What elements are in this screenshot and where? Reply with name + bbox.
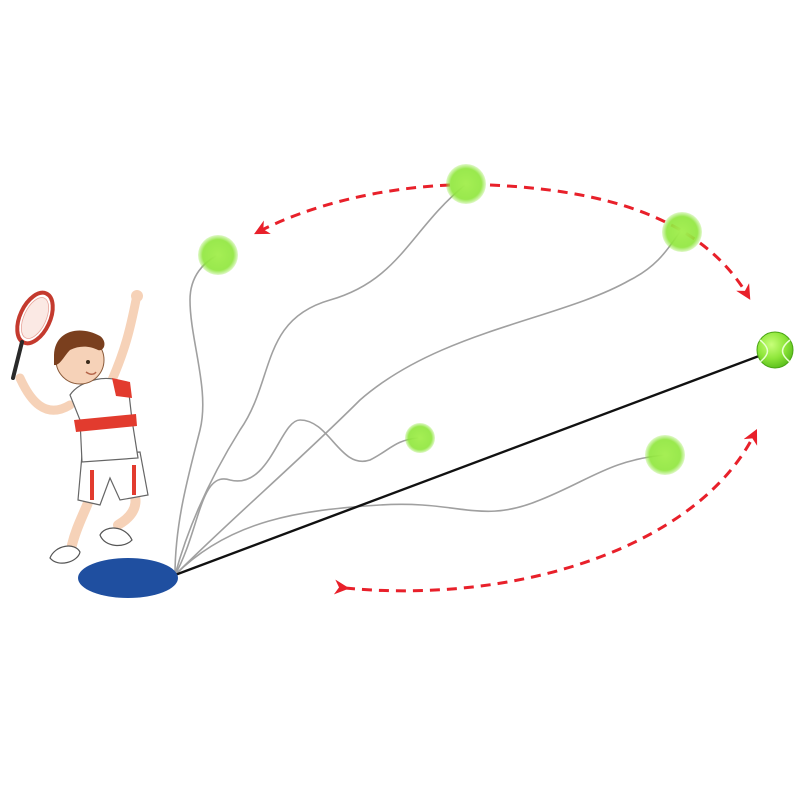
player-hair <box>54 330 105 366</box>
tennis-ball-icon <box>662 212 702 252</box>
arrow-to-right-ball <box>489 183 751 300</box>
player-shoe <box>99 527 133 546</box>
curved-arrow-icon <box>333 428 758 595</box>
taut-string <box>174 348 776 577</box>
tennis-player <box>11 290 149 564</box>
tennis-balls <box>198 164 794 475</box>
rebound-strings <box>174 184 681 576</box>
tennis-ball-icon <box>756 331 794 369</box>
tennis-ball-icon <box>198 235 238 275</box>
player-shorts <box>77 451 149 506</box>
tennis-ball-icon <box>645 435 685 475</box>
top-arc-arrows <box>254 183 751 300</box>
bottom-arc-arrow <box>333 428 758 595</box>
string-to-left-ball <box>174 255 217 576</box>
string-to-mid-ball <box>174 419 419 576</box>
string-to-top-ball <box>174 184 466 576</box>
string-to-low-right-ball <box>174 454 666 576</box>
string-to-right-ball <box>174 231 681 576</box>
tennis-racket-icon <box>11 290 55 380</box>
tennis-ball-icon <box>446 164 486 204</box>
player-left-arm <box>15 373 75 415</box>
player-right-arm <box>107 295 141 385</box>
tennis-ball-icon <box>405 423 435 453</box>
player-shoe <box>49 545 81 564</box>
arrow-to-left-ball <box>254 183 451 235</box>
base-pad <box>78 558 178 598</box>
